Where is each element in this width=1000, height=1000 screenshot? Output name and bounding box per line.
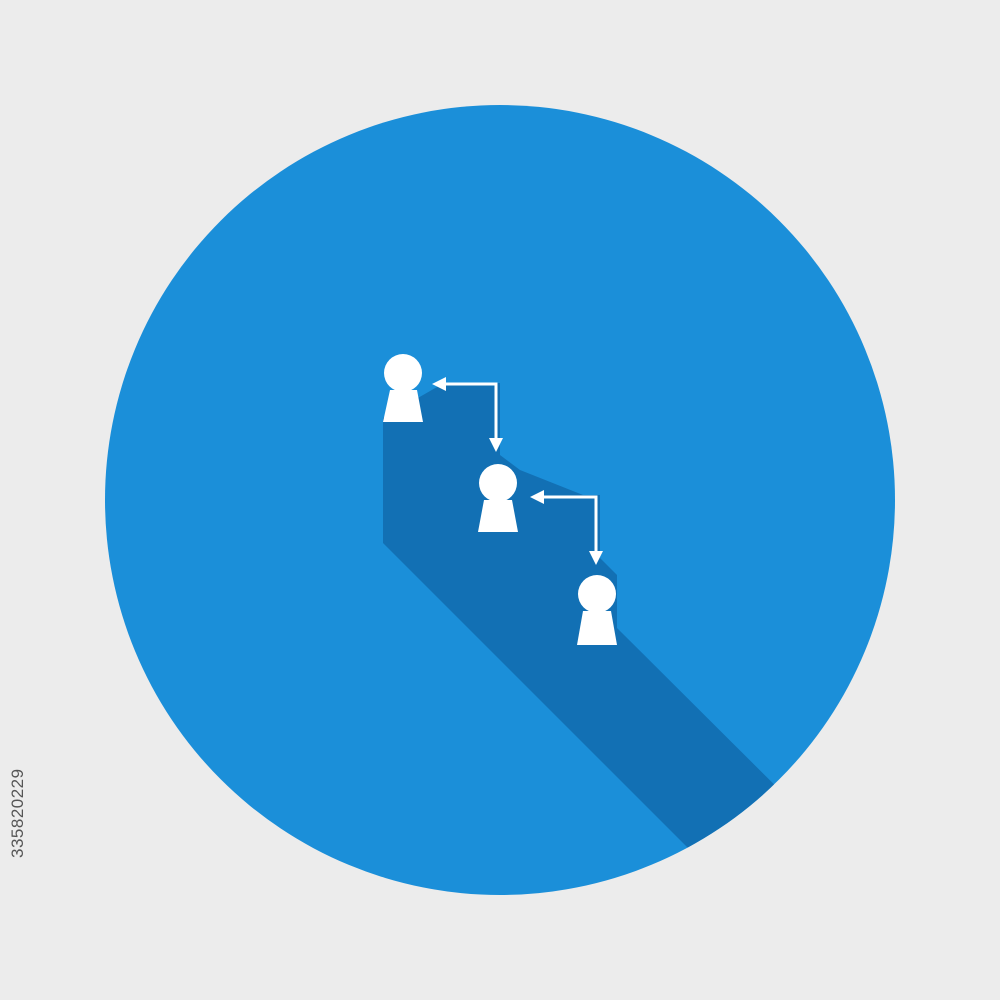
person-icon — [383, 354, 423, 422]
arrow-head-left-icon — [432, 377, 446, 391]
person-icon — [478, 464, 518, 532]
arrow-head-left-icon — [530, 490, 544, 504]
person-icon — [577, 575, 617, 645]
elbow-double-arrow-icon — [543, 495, 598, 553]
arrow-head-down-icon — [589, 551, 603, 565]
arrow-head-down-icon — [489, 438, 503, 452]
elbow-double-arrow-icon — [445, 382, 498, 440]
